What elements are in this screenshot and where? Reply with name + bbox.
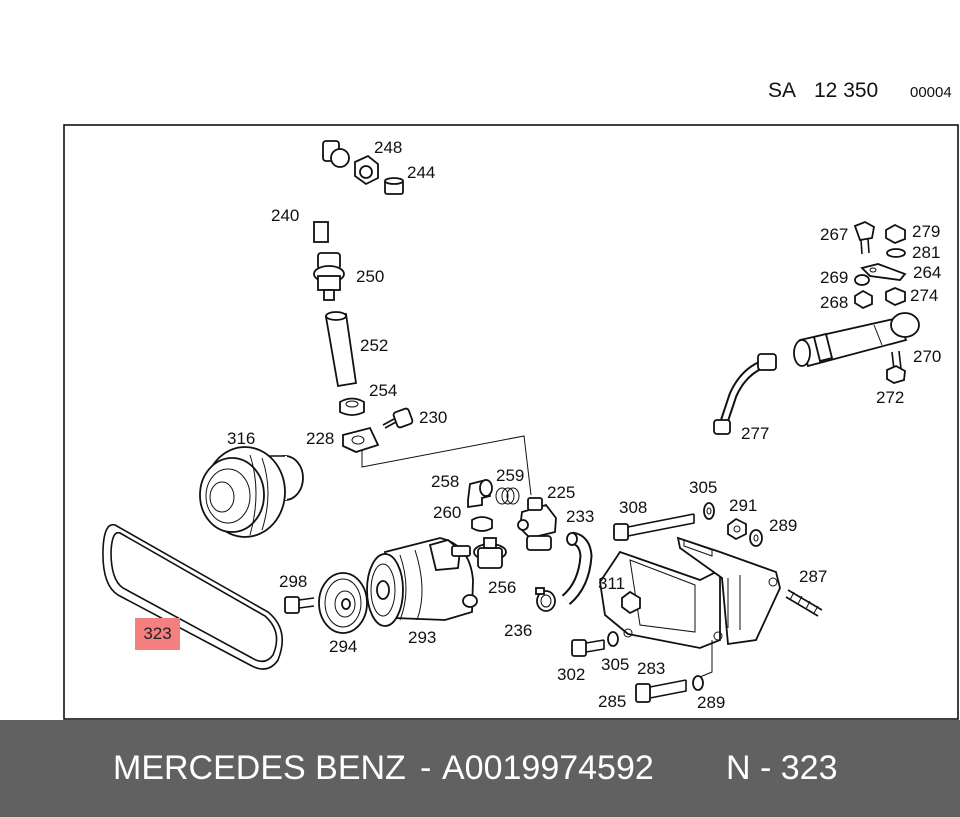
part-279-nut[interactable] <box>885 223 906 244</box>
part-228-bracket[interactable] <box>342 426 380 453</box>
part-293-pump[interactable] <box>366 537 478 627</box>
callout-305-upper: 305 <box>689 478 717 497</box>
footer-brand: MERCEDES BENZ <box>113 749 406 787</box>
callout-270: 270 <box>913 347 941 366</box>
callout-298: 298 <box>279 572 307 591</box>
part-311-nut[interactable] <box>621 590 641 615</box>
part-258-union[interactable] <box>467 478 493 509</box>
part-264-plate[interactable] <box>860 263 907 281</box>
callout-269: 269 <box>820 268 848 287</box>
callout-287: 287 <box>799 567 827 586</box>
callout-294: 294 <box>329 637 357 656</box>
part-305-washer-lower[interactable] <box>607 631 619 647</box>
callout-236: 236 <box>504 621 532 640</box>
header-sheet: 00004 <box>910 84 952 101</box>
part-272-bolt[interactable] <box>886 350 906 384</box>
callout-277: 277 <box>741 424 769 443</box>
callout-289-lower: 289 <box>697 693 725 712</box>
callout-316: 316 <box>227 429 255 448</box>
callout-244: 244 <box>407 163 435 182</box>
part-302-bolt[interactable] <box>571 639 605 657</box>
part-267-bolt[interactable] <box>853 221 876 255</box>
part-289-washer-lower[interactable] <box>692 675 704 691</box>
part-225-valve[interactable] <box>517 497 557 551</box>
leader-bracket-line <box>361 435 532 496</box>
part-274-nut[interactable] <box>885 287 906 306</box>
part-260-clip[interactable] <box>471 516 493 532</box>
callout-230: 230 <box>419 408 447 427</box>
callout-308: 308 <box>619 498 647 517</box>
callout-274: 274 <box>910 286 938 305</box>
callout-289-upper: 289 <box>769 516 797 535</box>
part-236-clamp[interactable] <box>535 587 556 612</box>
part-308-bolt[interactable] <box>613 513 695 541</box>
callout-285: 285 <box>598 692 626 711</box>
callout-233: 233 <box>566 507 594 526</box>
footer-separator: - <box>420 749 432 787</box>
callout-293: 293 <box>408 628 436 647</box>
part-233-hose[interactable] <box>561 531 593 605</box>
part-240-pipe[interactable] <box>297 140 350 243</box>
part-281-washer[interactable] <box>886 248 906 258</box>
highlighted-callout-323[interactable]: 323 <box>135 618 180 650</box>
part-250-valve[interactable] <box>313 252 345 301</box>
callout-268: 268 <box>820 293 848 312</box>
part-323-belt[interactable] <box>102 523 284 670</box>
part-287-stud[interactable] <box>785 589 823 617</box>
part-289-washer[interactable] <box>749 529 763 547</box>
callout-302: 302 <box>557 665 585 684</box>
part-268-nut[interactable] <box>854 289 873 310</box>
callout-260: 260 <box>433 503 461 522</box>
part-252-sleeve[interactable] <box>324 311 358 388</box>
part-294-pulley[interactable] <box>318 572 368 634</box>
part-269-washer[interactable] <box>854 274 870 286</box>
callout-240: 240 <box>271 206 299 225</box>
part-244-fitting[interactable] <box>384 177 404 195</box>
part-316-pulley[interactable] <box>199 446 304 538</box>
part-259-spring[interactable] <box>495 487 520 505</box>
part-230-bolt[interactable] <box>382 407 414 429</box>
parts-diagram: SA 12 350 00004 <box>63 79 959 720</box>
footer-part-number: A0019974592 <box>442 749 654 787</box>
footer-bar: MERCEDES BENZ - A0019974592 N - 323 <box>0 720 960 817</box>
footer-position: N - 323 <box>726 749 838 787</box>
callout-291: 291 <box>729 496 757 515</box>
part-256-valve[interactable] <box>473 537 507 569</box>
callout-283: 283 <box>637 659 665 678</box>
callout-228: 228 <box>306 429 334 448</box>
callout-267: 267 <box>820 225 848 244</box>
callout-250: 250 <box>356 267 384 286</box>
callout-311: 311 <box>598 574 625 593</box>
callout-225: 225 <box>547 483 575 502</box>
part-305-washer[interactable] <box>703 502 715 520</box>
part-311-bracket[interactable] <box>599 536 781 649</box>
header-group: SA <box>768 79 796 102</box>
part-291-nut[interactable] <box>727 517 747 541</box>
part-248-nut[interactable] <box>354 154 379 186</box>
callout-258: 258 <box>431 472 459 491</box>
callout-272: 272 <box>876 388 904 407</box>
part-298-bolt[interactable] <box>284 596 315 614</box>
leader-283-line <box>699 640 713 678</box>
part-285-bolt[interactable] <box>635 679 687 703</box>
callout-254: 254 <box>369 381 397 400</box>
part-270-cylinder[interactable] <box>793 312 920 368</box>
callout-259: 259 <box>496 466 524 485</box>
part-277-pipe[interactable] <box>713 353 777 435</box>
callout-248: 248 <box>374 138 402 157</box>
header-number: 12 350 <box>814 79 878 102</box>
callout-256: 256 <box>488 578 516 597</box>
callout-279: 279 <box>912 222 940 241</box>
part-254-clamp[interactable] <box>339 397 365 416</box>
callout-305-lower: 305 <box>601 655 629 674</box>
callout-281: 281 <box>912 243 940 262</box>
callout-252: 252 <box>360 336 388 355</box>
callout-264: 264 <box>913 263 941 282</box>
diagram-frame <box>63 124 959 720</box>
